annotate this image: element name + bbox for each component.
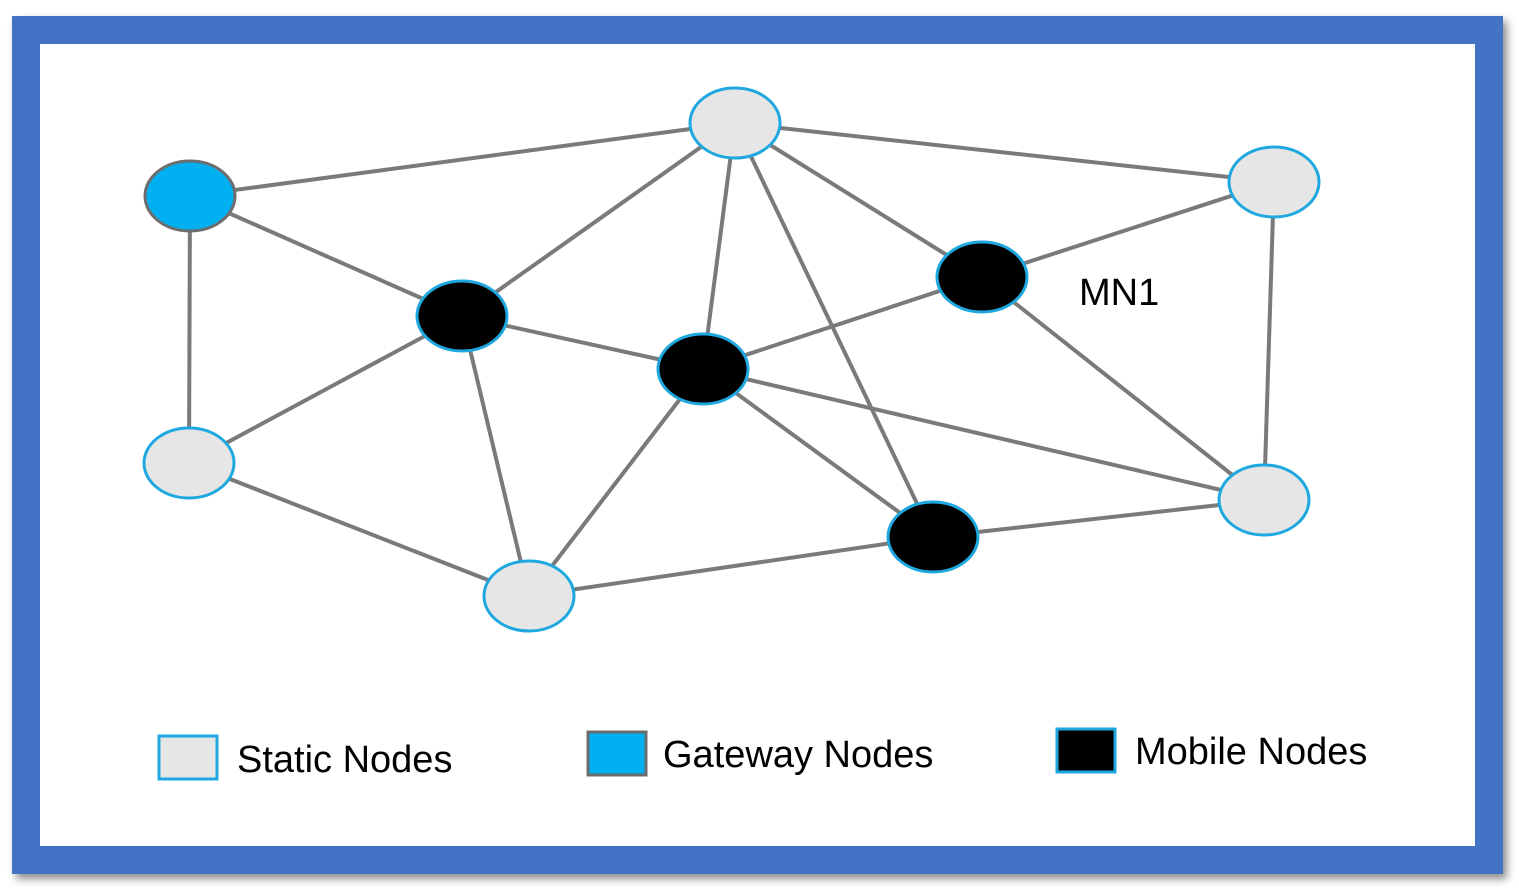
- mobile-node-mn1: [935, 240, 1029, 314]
- edge-top-rtop: [734, 121, 1275, 184]
- edge-mc-mn1: [702, 275, 983, 371]
- mobile-node-mc: [656, 332, 750, 406]
- edge-rtop-rmid: [1262, 181, 1276, 501]
- static-node-rmid: [1217, 463, 1311, 537]
- legend-swatch-static: [157, 734, 219, 781]
- legend-label-static: Static Nodes: [237, 739, 452, 781]
- edge-mc-mb: [701, 367, 935, 539]
- edges-group: [187, 121, 1276, 598]
- nodes-group: [142, 86, 1321, 633]
- legend-swatch-gateway: [586, 730, 648, 777]
- static-node-top: [688, 86, 782, 160]
- static-node-rtop: [1227, 145, 1321, 219]
- edge-bot-mb: [528, 535, 934, 598]
- edge-mb-rmid: [932, 498, 1265, 539]
- mobile-node-m1: [415, 279, 509, 353]
- node-label-mn1: MN1: [1079, 272, 1159, 314]
- legend-label-mobile: Mobile Nodes: [1135, 731, 1367, 773]
- edge-top-mb: [733, 122, 935, 538]
- edge-top-mn1: [733, 121, 984, 279]
- edge-gw-lmid: [187, 195, 192, 464]
- node-labels-group: MN1: [1079, 272, 1159, 314]
- edge-m1-bot: [460, 315, 531, 597]
- gateway-node-gw: [143, 159, 237, 233]
- legend-label-gateway: Gateway Nodes: [663, 734, 933, 776]
- edge-top-m1: [460, 121, 737, 318]
- edge-mn1-rmid: [980, 275, 1266, 502]
- edge-mc-rmid: [702, 367, 1265, 502]
- edge-gw-m1: [189, 194, 463, 318]
- edge-mc-bot: [527, 367, 705, 598]
- edge-gw-top: [189, 121, 736, 198]
- legend-item-mobile: Mobile Nodes: [1055, 727, 1367, 774]
- edge-top-mc: [701, 122, 737, 370]
- legend-swatch-mobile: [1055, 727, 1117, 774]
- legend-item-static: Static Nodes: [157, 734, 452, 781]
- mobile-node-mb: [886, 500, 980, 574]
- edge-lmid-bot: [188, 461, 530, 598]
- legend: Static Nodes Gateway Nodes Mobile Nodes: [157, 727, 1367, 781]
- edge-rtop-mn1: [981, 180, 1275, 279]
- static-node-lmid: [142, 426, 236, 500]
- legend-item-gateway: Gateway Nodes: [586, 730, 933, 777]
- edge-m1-lmid: [188, 314, 463, 465]
- static-node-bot: [482, 559, 576, 633]
